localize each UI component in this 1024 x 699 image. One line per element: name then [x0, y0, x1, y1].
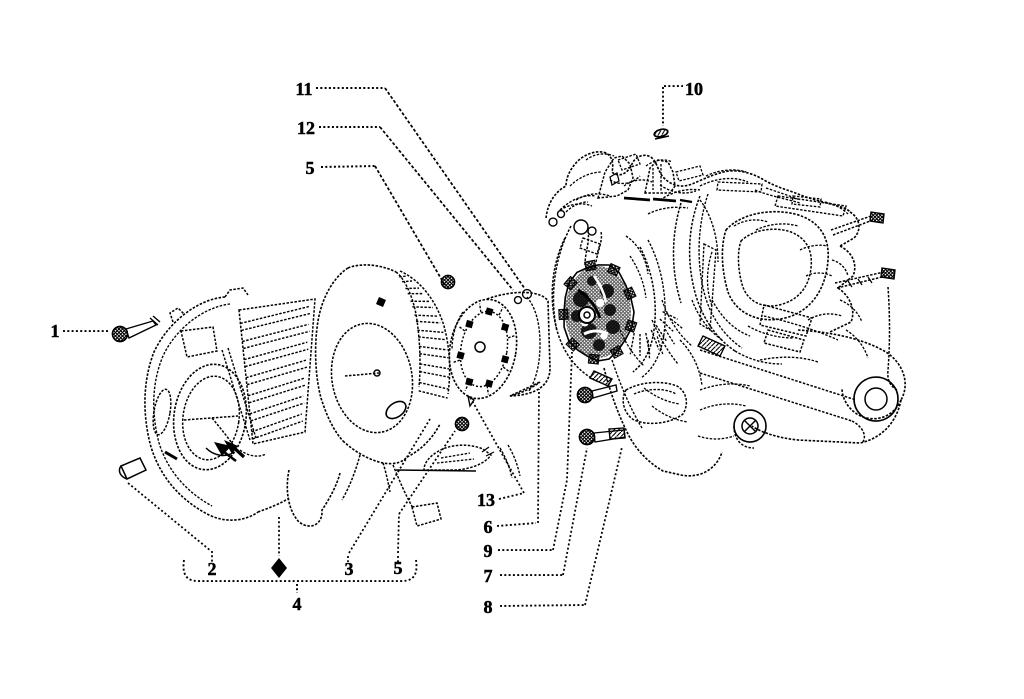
svg-text:11: 11	[295, 79, 312, 99]
svg-text:5: 5	[394, 558, 403, 578]
svg-text:4: 4	[293, 594, 302, 614]
svg-text:7: 7	[484, 566, 493, 586]
svg-text:10: 10	[685, 79, 703, 99]
svg-text:8: 8	[484, 597, 493, 617]
svg-text:2: 2	[208, 559, 217, 579]
svg-text:3: 3	[345, 559, 354, 579]
svg-text:6: 6	[484, 517, 493, 537]
svg-text:13: 13	[477, 490, 495, 510]
svg-text:1: 1	[51, 321, 60, 341]
svg-text:5: 5	[306, 158, 315, 178]
svg-text:12: 12	[297, 118, 315, 138]
svg-text:9: 9	[484, 541, 493, 561]
